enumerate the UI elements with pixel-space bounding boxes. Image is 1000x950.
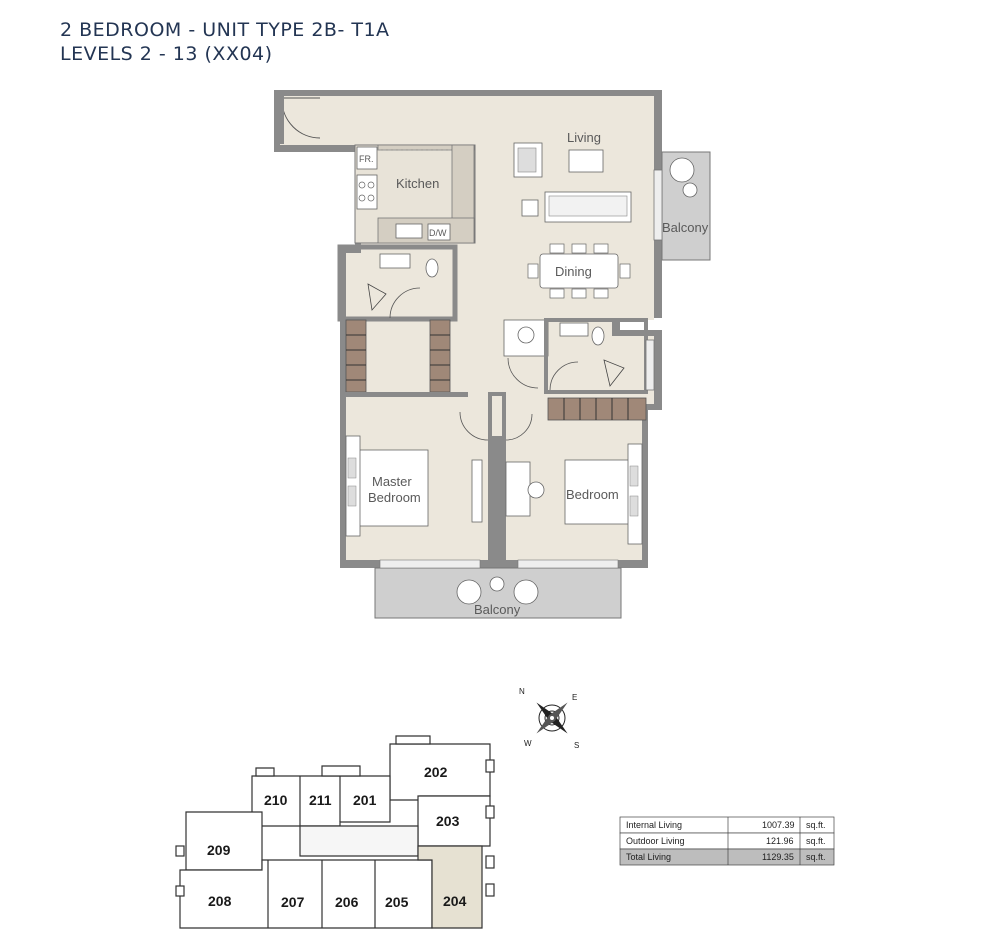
toilet-1 xyxy=(425,258,439,278)
master-bedroom-label-1: Master xyxy=(372,474,412,489)
unit-208-label: 208 xyxy=(208,893,232,909)
unit-206-label: 206 xyxy=(335,894,359,910)
kitchen-label: Kitchen xyxy=(396,176,439,191)
unit-209-label: 209 xyxy=(207,842,231,858)
compass-s: S xyxy=(574,741,579,750)
balcony-east: Balcony xyxy=(653,151,711,261)
vanity-1 xyxy=(379,253,411,269)
wardrobe-bedroom xyxy=(547,397,647,421)
bathroom-1 xyxy=(337,244,458,322)
master-bedroom: Master Bedroom xyxy=(345,435,483,537)
unit-207-label: 207 xyxy=(281,894,305,910)
kitchen-counter-bottom xyxy=(377,217,475,244)
dishwasher xyxy=(427,223,451,241)
kitchen-sink xyxy=(395,223,423,239)
dining-label: Dining xyxy=(555,264,592,279)
unit-204-label: 204 xyxy=(443,893,467,909)
master-door xyxy=(459,411,489,441)
row-1-unit: sq.ft. xyxy=(806,820,826,830)
kitchen: FR. D/W Kitchen xyxy=(354,144,476,244)
side-table xyxy=(521,199,539,217)
unit-203-label: 203 xyxy=(436,813,460,829)
tv-master xyxy=(471,459,483,523)
living-area: Living xyxy=(513,130,632,223)
bedroom-door xyxy=(505,413,533,441)
key-plan-labels: 202 210 211 201 203 209 208 207 206 205 … xyxy=(207,764,467,910)
bedroom-2: Bedroom xyxy=(505,443,643,545)
key-plan xyxy=(175,735,495,929)
page-title: 2 BEDROOM - UNIT TYPE 2B- T1A LEVELS 2 -… xyxy=(60,18,390,66)
tv-unit xyxy=(568,149,604,173)
fridge-label: FR. xyxy=(359,154,374,164)
balcony-south-label: Balcony xyxy=(474,602,521,617)
bathroom-2 xyxy=(503,318,655,394)
dishwasher-label: D/W xyxy=(429,228,447,238)
entry-lobby-wall xyxy=(280,96,284,144)
balcony-south: Balcony xyxy=(374,559,622,619)
master-bed xyxy=(357,449,429,527)
row-2-value: 121.96 xyxy=(766,836,794,846)
bed-2 xyxy=(564,459,634,525)
title-line-2: LEVELS 2 - 13 (XX04) xyxy=(60,43,273,65)
keyplan-unit-204 xyxy=(417,845,483,929)
row-2-unit: sq.ft. xyxy=(806,836,826,846)
dining-area: Dining xyxy=(527,243,631,299)
row-2-label: Outdoor Living xyxy=(626,836,685,846)
bedroom-label: Bedroom xyxy=(566,487,619,502)
area-table: Internal Living 1007.39 sq.ft. Outdoor L… xyxy=(619,816,835,866)
wall-corridor-left xyxy=(340,392,468,397)
title-line-1: 2 BEDROOM - UNIT TYPE 2B- T1A xyxy=(60,19,390,41)
compass-e: E xyxy=(572,693,577,702)
unit-211-label: 211 xyxy=(309,792,332,808)
unit-202-label: 202 xyxy=(424,764,448,780)
compass: N E S W xyxy=(519,687,579,750)
master-bedroom-label-2: Bedroom xyxy=(368,490,421,505)
living-label: Living xyxy=(567,130,601,145)
compass-n: N xyxy=(519,687,525,696)
wardrobes-master xyxy=(345,319,451,393)
compass-w: W xyxy=(524,739,532,748)
dining-table xyxy=(539,253,619,289)
row-3-unit: sq.ft. xyxy=(806,852,826,862)
fridge xyxy=(356,146,378,170)
unit-210-label: 210 xyxy=(264,792,288,808)
desk xyxy=(505,461,531,517)
row-3-value: 1129.35 xyxy=(762,852,794,862)
unit-201-label: 201 xyxy=(353,792,377,808)
row-1-value: 1007.39 xyxy=(762,820,795,830)
cooktop xyxy=(356,174,378,210)
floor-plan: FR. D/W Kitchen Living xyxy=(274,90,711,619)
row-3-label: Total Living xyxy=(626,852,671,862)
balcony-east-label: Balcony xyxy=(662,220,709,235)
row-1-label: Internal Living xyxy=(626,820,682,830)
unit-205-label: 205 xyxy=(385,894,409,910)
